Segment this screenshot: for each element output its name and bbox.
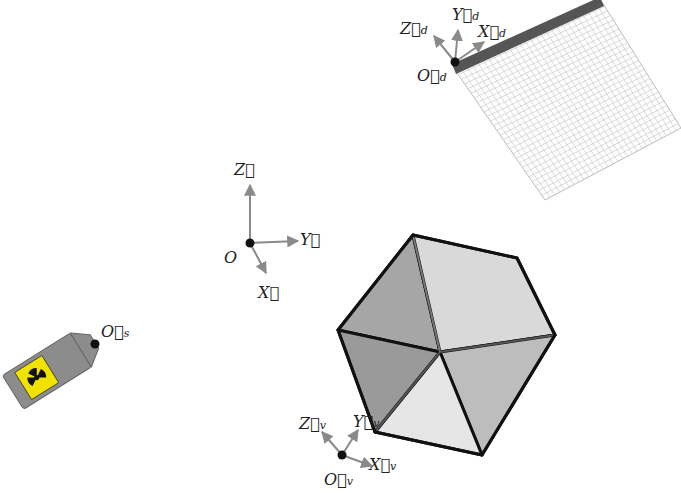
world-axes xyxy=(250,185,298,273)
grid-line xyxy=(535,115,672,187)
axis-label: O xyxy=(224,248,237,267)
grid-line xyxy=(565,19,647,146)
radioactive-source xyxy=(2,325,105,410)
grid-line xyxy=(586,9,666,135)
axis-label: Z⃗v xyxy=(299,414,326,433)
grid-line xyxy=(534,34,618,162)
detector-axes xyxy=(434,30,484,62)
axis-label: X⃗ xyxy=(258,283,279,302)
detector-plate xyxy=(452,0,681,200)
axis-label: X⃗v xyxy=(369,455,396,474)
grid-line xyxy=(539,119,676,191)
grid-line xyxy=(560,21,642,148)
axis-label: Y⃗v xyxy=(353,412,379,431)
axis-label: X⃗d xyxy=(478,22,506,41)
grid-line xyxy=(592,7,672,133)
grid-line xyxy=(576,14,657,141)
grid-line xyxy=(542,124,678,196)
axis-label: Z⃗ xyxy=(234,160,255,179)
axis-label: Z⃗d xyxy=(400,19,428,38)
axis-label: Y⃗d xyxy=(452,5,479,24)
origin-dot xyxy=(91,340,100,349)
axis-label: Y⃗ xyxy=(300,230,320,249)
grid-line xyxy=(532,110,670,181)
origin-dot xyxy=(338,451,347,460)
axis-label: O⃗d xyxy=(417,66,447,85)
grid-line xyxy=(581,12,662,139)
grid-line xyxy=(544,29,627,157)
origin-dot xyxy=(451,58,460,67)
grid-line xyxy=(597,4,676,130)
volume-cube xyxy=(338,235,555,455)
axis-label: O⃗v xyxy=(324,470,353,489)
grid-line xyxy=(539,31,623,159)
volume-axes xyxy=(322,430,372,466)
axis-label: O⃗s xyxy=(101,322,129,341)
grid-line xyxy=(571,17,652,144)
origin-dot xyxy=(246,239,255,248)
